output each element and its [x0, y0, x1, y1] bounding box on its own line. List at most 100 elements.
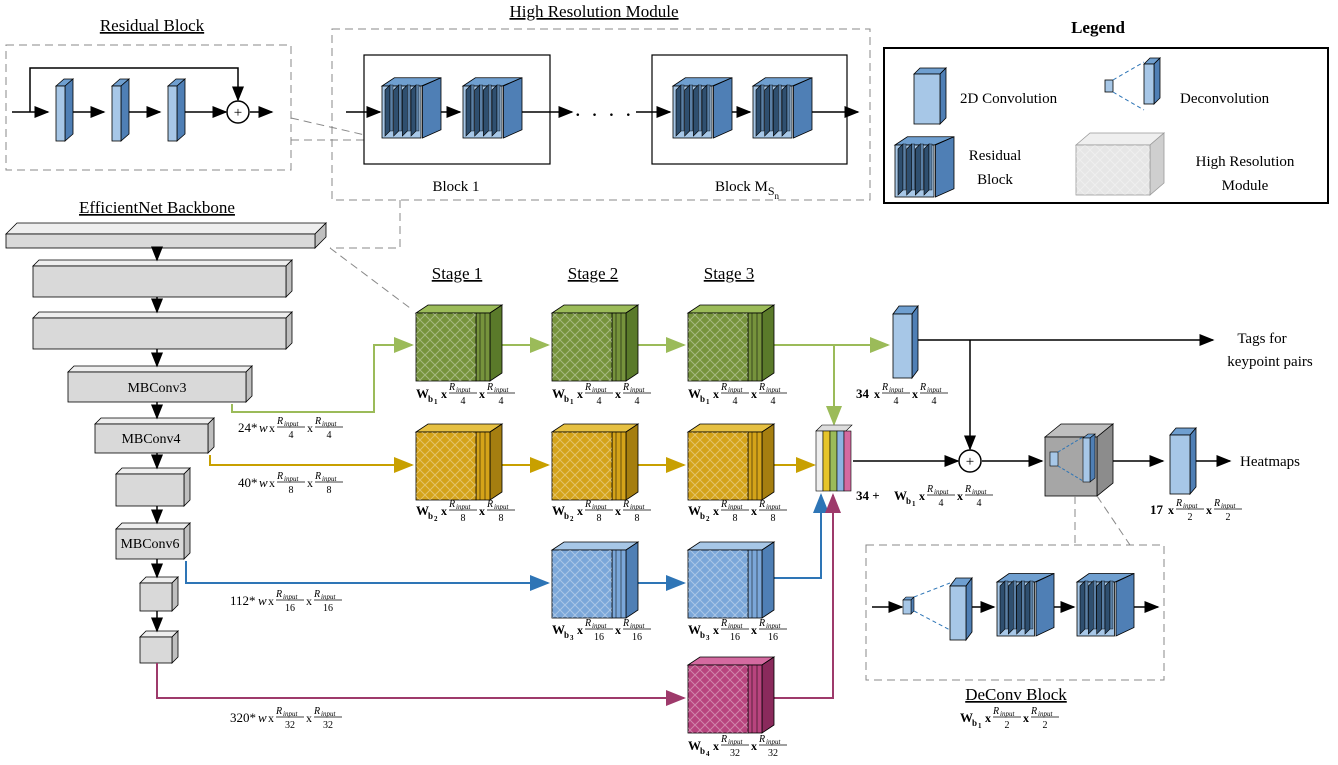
svg-text:input: input — [592, 386, 607, 394]
residual-block-icon — [751, 77, 813, 139]
svg-text:x: x — [269, 476, 275, 490]
svg-text:input: input — [494, 503, 509, 511]
svg-text:16: 16 — [632, 632, 642, 643]
add-operator: + — [958, 449, 982, 473]
svg-text:input: input — [456, 386, 471, 394]
svg-text:input: input — [728, 503, 743, 511]
heatmaps-label: Heatmaps — [1240, 454, 1300, 470]
backbone-layer — [139, 576, 179, 612]
svg-text:2: 2 — [706, 515, 710, 523]
svg-text:32: 32 — [768, 748, 778, 759]
magenta-stage-cube — [686, 656, 776, 734]
yellow-stage-cube — [550, 423, 640, 501]
svg-text:x: x — [306, 594, 312, 608]
svg-text:b: b — [564, 630, 569, 640]
svg-text:input: input — [456, 503, 471, 511]
svg-text:R: R — [314, 471, 321, 482]
svg-text:b: b — [972, 718, 977, 728]
svg-text:2: 2 — [570, 515, 574, 523]
svg-text:b: b — [428, 511, 433, 521]
svg-text:R: R — [1213, 498, 1220, 509]
legend-residual-label-1: Residual — [969, 148, 1022, 164]
svg-text:x: x — [615, 504, 621, 518]
hrm-title: High Resolution Module — [509, 2, 678, 21]
svg-text:16: 16 — [285, 603, 295, 614]
svg-text:16: 16 — [768, 632, 778, 643]
svg-text:b: b — [700, 746, 705, 756]
residual-block-title: Residual Block — [100, 16, 205, 35]
svg-text:+: + — [966, 454, 974, 470]
svg-text:MBConv6: MBConv6 — [120, 537, 179, 552]
svg-text:x: x — [751, 623, 757, 637]
svg-text:x: x — [713, 504, 719, 518]
svg-text:R: R — [313, 706, 320, 717]
concat-block — [815, 424, 853, 492]
zoom-connector — [330, 200, 401, 249]
ellipsis: · · · · — [574, 102, 634, 127]
svg-text:input: input — [494, 386, 509, 394]
svg-text:input: input — [766, 503, 781, 511]
svg-text:8: 8 — [327, 485, 332, 496]
mbconv4-layer: MBConv4 — [94, 417, 215, 454]
svg-text:W: W — [894, 488, 907, 503]
svg-text:24*: 24* — [238, 420, 258, 435]
svg-text:x: x — [1168, 503, 1174, 517]
svg-text:2: 2 — [1188, 512, 1193, 523]
legend-deconv-icon — [1104, 57, 1161, 111]
svg-text:1: 1 — [978, 722, 982, 730]
svg-text:17: 17 — [1150, 502, 1164, 517]
svg-text:w: w — [258, 710, 267, 725]
stage-1-title: Stage 1 — [432, 264, 483, 283]
svg-text:W: W — [552, 386, 565, 401]
svg-text:W: W — [688, 503, 701, 518]
svg-text:x: x — [713, 623, 719, 637]
svg-text:4: 4 — [499, 396, 504, 407]
svg-text:R: R — [276, 471, 283, 482]
svg-text:w: w — [259, 475, 268, 490]
svg-text:input: input — [592, 622, 607, 630]
residual-block-icon — [461, 77, 523, 139]
svg-text:x: x — [751, 387, 757, 401]
stage-cubes — [414, 304, 776, 734]
legend-deconv-label: Deconvolution — [1180, 91, 1270, 107]
svg-text:input: input — [766, 386, 781, 394]
svg-text:W: W — [688, 622, 701, 637]
legend-hrm-label-2: Module — [1222, 178, 1269, 194]
svg-text:16: 16 — [323, 603, 333, 614]
svg-text:R: R — [919, 382, 926, 393]
svg-text:input: input — [927, 386, 942, 394]
svg-text:4: 4 — [706, 750, 710, 758]
svg-text:b: b — [906, 496, 911, 506]
svg-text:32: 32 — [285, 720, 295, 731]
residual-block-frame — [5, 44, 292, 171]
svg-text:8: 8 — [733, 513, 738, 524]
svg-text:x: x — [577, 623, 583, 637]
legend-hrm-label-1: High Resolution — [1196, 154, 1295, 170]
svg-text:R: R — [1030, 706, 1037, 717]
residual-block-icon — [1075, 572, 1135, 637]
backbone-layer — [139, 630, 179, 664]
svg-text:4: 4 — [894, 396, 899, 407]
svg-text:x: x — [441, 387, 447, 401]
svg-text:32: 32 — [730, 748, 740, 759]
svg-text:input: input — [284, 475, 299, 483]
svg-text:input: input — [766, 738, 781, 746]
svg-text:16: 16 — [730, 632, 740, 643]
svg-text:input: input — [630, 386, 645, 394]
svg-text:R: R — [758, 382, 765, 393]
svg-text:R: R — [314, 416, 321, 427]
svg-text:2: 2 — [1005, 720, 1010, 731]
svg-text:8: 8 — [461, 513, 466, 524]
svg-text:8: 8 — [289, 485, 294, 496]
residual-block-diagram — [12, 67, 274, 118]
magenta-branch-lines — [156, 493, 841, 706]
svg-text:MBConv4: MBConv4 — [121, 432, 180, 447]
svg-text:8: 8 — [635, 513, 640, 524]
